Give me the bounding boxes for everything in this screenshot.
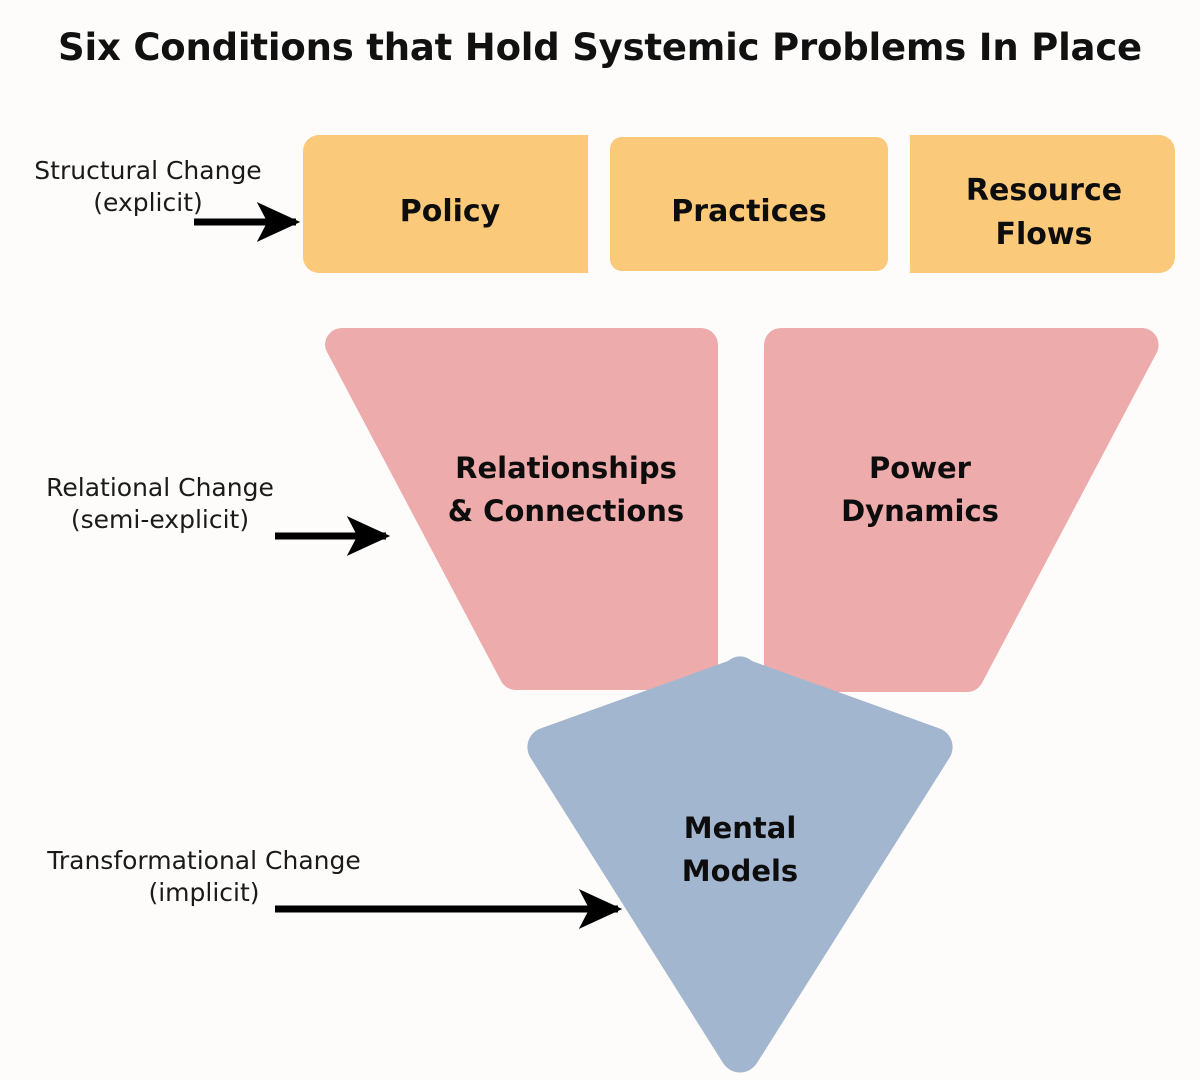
shape-power-label-line1: Power: [869, 451, 972, 485]
shape-mental-models-label-line1: Mental: [684, 811, 797, 845]
label-relational-line2: (semi-explicit): [70, 505, 250, 534]
label-structural-line2: (explicit): [93, 188, 203, 217]
shape-relationships-connections[interactable]: [325, 328, 718, 690]
shape-practices[interactable]: [610, 137, 888, 271]
label-transformational-line1: Transformational Change: [47, 846, 361, 875]
label-relational-line1: Relational Change: [46, 473, 274, 502]
label-transformational-change: Transformational Change (implicit): [18, 845, 390, 909]
shape-mental-models[interactable]: [527, 656, 953, 1073]
shape-resource-flows-label-line1: Resource: [966, 173, 1122, 208]
shape-practices-label: Practices: [671, 194, 826, 229]
label-structural-line1: Structural Change: [34, 156, 262, 185]
shape-power-dynamics[interactable]: [764, 327, 1159, 692]
shape-mental-models-label-line2: Models: [682, 854, 798, 888]
shape-resource-flows-label-line2: Flows: [996, 217, 1093, 252]
page-title: Six Conditions that Hold Systemic Proble…: [58, 26, 1142, 69]
shape-power-label-line2: Dynamics: [841, 494, 999, 528]
shape-policy-label: Policy: [400, 194, 501, 229]
label-relational-change: Relational Change (semi-explicit): [34, 472, 286, 536]
shape-relationships-label-line1: Relationships: [455, 451, 677, 485]
label-transformational-line2: (implicit): [148, 878, 260, 907]
shape-relationships-label-line2: & Connections: [448, 494, 684, 528]
label-structural-change: Structural Change (explicit): [14, 155, 282, 219]
